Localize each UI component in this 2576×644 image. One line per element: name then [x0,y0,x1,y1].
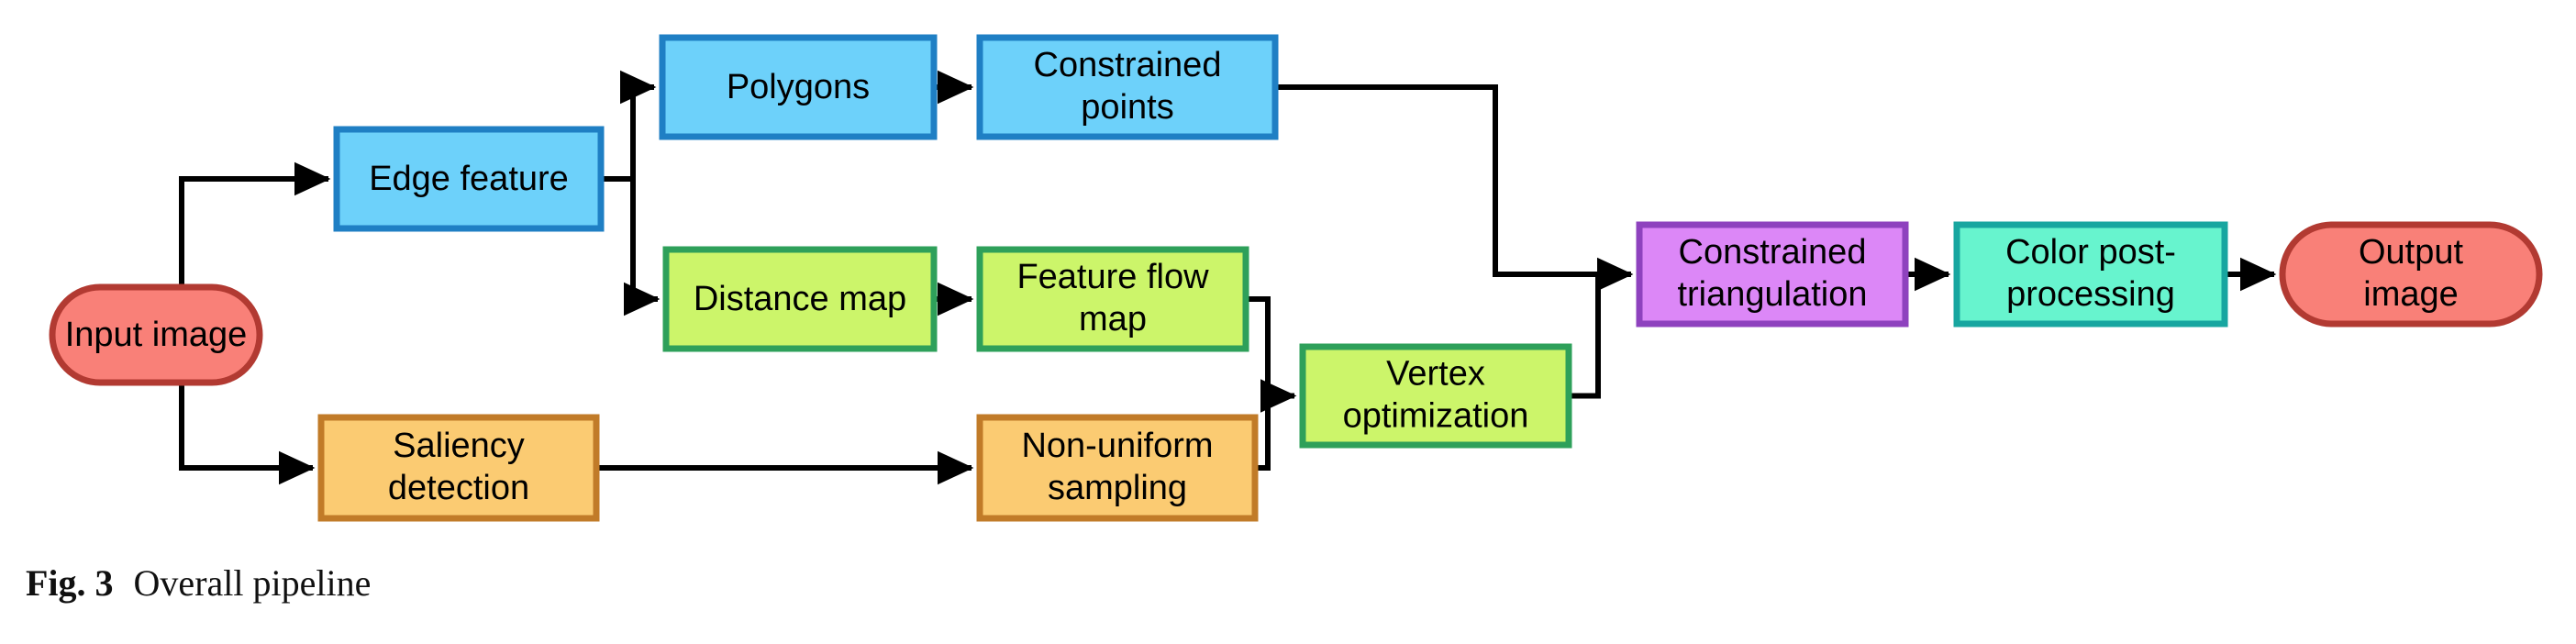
node-non-uniform-sampling: Non-uniform sampling [976,414,1259,522]
node-label-vertex-optimization-line1: Vertex [1386,355,1485,394]
node-label-feature-flow-map-line1: Feature flow [1016,258,1209,296]
node-feature-flow-map: Feature flow map [976,246,1249,352]
node-shape-vertex-optimization [1299,343,1572,449]
node-label-constrained-points-line2: points [1081,88,1173,127]
figure-caption: Fig. 3 Overall pipeline [26,561,2558,605]
node-color-post-processing: Color post-processing [1953,221,2228,328]
edge-input-to-edge-feature [179,161,331,335]
node-label-constrained-triangulation-line2: triangulation [1677,275,1867,314]
edge-feature-flow-to-vertex-opt [1246,296,1271,396]
node-label-input-image: Input image [65,316,248,354]
node-edge-feature: Edge feature [333,126,605,232]
node-label-saliency-detection-line1: Saliency [393,427,525,465]
edge-vertex-opt-to-triangulation [1569,272,1631,399]
node-shape-saliency-detection [317,414,600,522]
node-label-color-post-processing-line1: Color post- [2005,233,2176,272]
edge-non-uniform-to-vertex-opt [1255,379,1297,471]
node-shape-non-uniform-sampling [976,414,1259,522]
edge-edge-feature-to-distance-map [601,176,661,316]
node-label-non-uniform-sampling-line2: sampling [1048,469,1187,507]
node-polygons: Polygons [659,34,938,140]
caption-figure-text: Overall pipeline [133,562,372,604]
node-label-color-post-processing-line2: processing [2006,275,2175,314]
node-label-output-image-line2: image [2363,275,2459,314]
node-label-distance-map: Distance map [694,280,906,318]
node-distance-map: Distance map [662,246,938,352]
edge-constrained-points-to-triangulation [1275,84,1634,292]
caption-figure-number: Fig. 3 [26,562,114,604]
node-shape-distance-map [662,246,938,352]
node-shape-feature-flow-map [976,246,1249,352]
node-shape-output-image [2279,221,2543,328]
node-input-image: Input image [49,283,263,386]
node-saliency-detection: Saliency detection [317,414,600,522]
node-shape-input-image [49,283,263,386]
node-shape-polygons [659,34,938,140]
node-label-constrained-points-line1: Constrained [1034,46,1222,84]
node-shape-constrained-points [976,34,1279,140]
node-shape-color-post-processing [1953,221,2228,328]
edge-edge-feature-to-polygons [601,70,657,182]
node-label-output-image-line1: Output [2359,233,2464,272]
node-label-constrained-triangulation-line1: Constrained [1679,233,1867,272]
node-label-edge-feature: Edge feature [369,160,569,198]
node-label-vertex-optimization-line2: optimization [1343,397,1529,436]
node-label-polygons: Polygons [727,68,870,106]
node-label-feature-flow-map-line2: map [1079,300,1147,339]
node-constrained-points: Constrained points [976,34,1279,140]
node-shape-edge-feature [333,126,605,232]
node-shape-constrained-triangulation [1636,221,1909,328]
node-label-non-uniform-sampling-line1: Non-uniform [1021,427,1213,465]
node-label-saliency-detection-line2: detection [388,469,529,507]
